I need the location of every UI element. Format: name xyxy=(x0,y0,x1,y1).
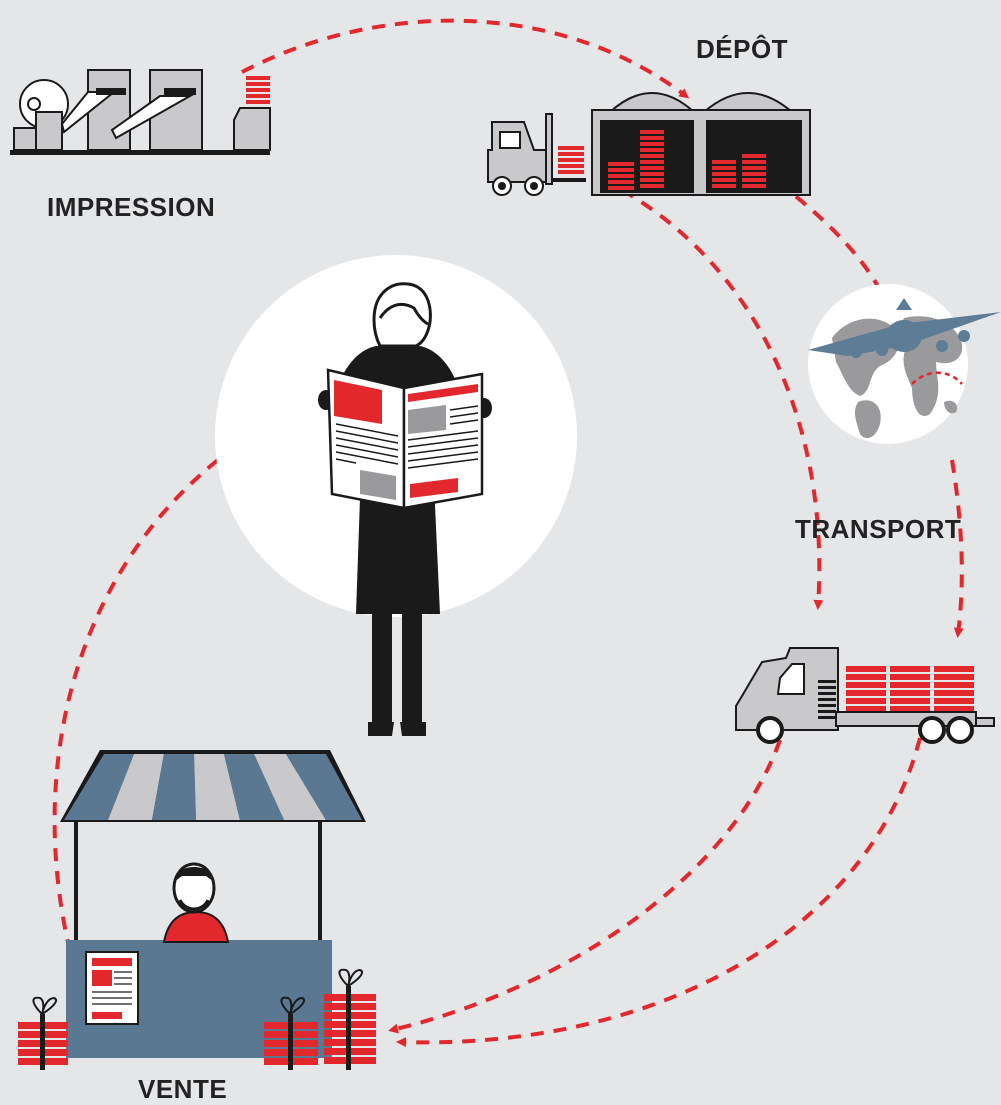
flow-arrows xyxy=(52,18,964,1048)
vendor-icon xyxy=(162,862,230,943)
arrow-kiosk-to-reader xyxy=(52,406,302,1019)
gift-icon-middle xyxy=(264,996,318,1070)
newspaper-icon xyxy=(326,368,484,510)
arrow-truck-to-kiosk-lower xyxy=(396,737,922,1048)
globe-icon xyxy=(808,284,968,444)
warehouse-icon xyxy=(591,92,811,196)
arrow-impression-to-depot xyxy=(241,18,690,99)
forklift-icon xyxy=(487,113,586,196)
truck-cargo xyxy=(846,666,974,711)
stage-label-transport: TRANSPORT xyxy=(795,514,962,544)
stage-label-vente: VENTE xyxy=(138,1074,228,1104)
airplane-icon xyxy=(808,298,1001,358)
depot-stacks xyxy=(608,130,766,190)
stage-label-impression: IMPRESSION xyxy=(47,192,216,222)
gift-icon-right xyxy=(324,968,376,1070)
arrow-depot-to-truck-left xyxy=(620,188,824,610)
stage-label-depot: DÉPÔT xyxy=(696,34,789,64)
arrow-depot-to-globe xyxy=(776,180,882,291)
truck-icon xyxy=(735,647,995,744)
arrow-truck-to-kiosk-upper xyxy=(388,739,782,1034)
printing-press-icon xyxy=(10,69,271,155)
kiosk-icon xyxy=(60,750,366,1058)
arrow-globe-to-truck-right xyxy=(950,459,964,638)
kiosk-newspaper-icon xyxy=(85,951,139,1025)
gift-icon-left xyxy=(18,996,68,1070)
